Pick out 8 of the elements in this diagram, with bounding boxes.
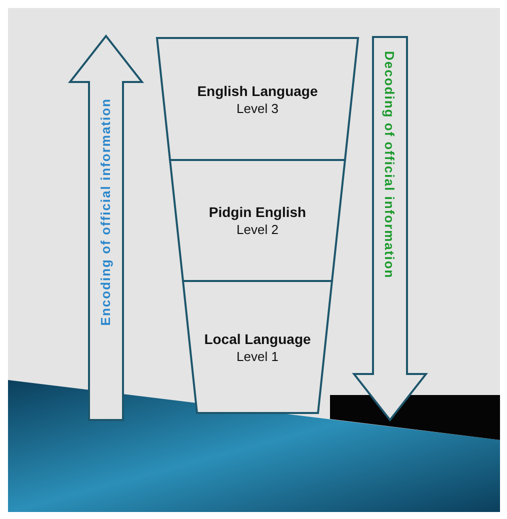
level-label: Level 3 bbox=[236, 100, 278, 116]
arrow-label: Decoding of official information bbox=[382, 51, 397, 279]
level-label: Level 1 bbox=[236, 348, 278, 364]
level-label: Level 2 bbox=[236, 222, 278, 237]
arrow-label: Encoding of official information bbox=[98, 98, 113, 326]
band-title: Local Language bbox=[204, 330, 311, 346]
band-title: English Language bbox=[197, 82, 318, 98]
band-title: Pidgin English bbox=[208, 204, 306, 220]
